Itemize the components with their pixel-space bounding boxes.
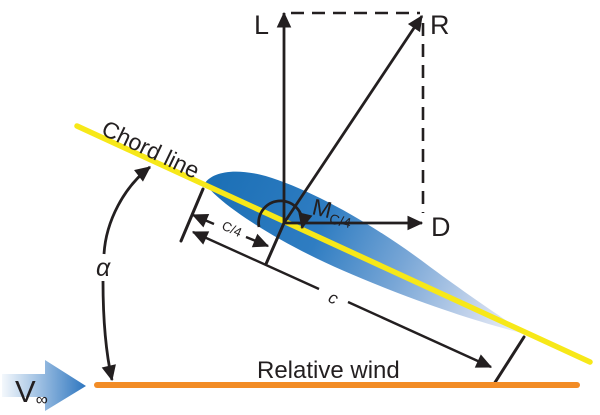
chord-dim-left <box>191 230 320 291</box>
v-infinity-sub: ∞ <box>36 390 48 409</box>
lift-label: L <box>254 10 269 40</box>
moment-label: MC/4 <box>309 194 356 232</box>
chord-dim-right <box>347 300 493 369</box>
moment-sub: C/4 <box>328 211 353 232</box>
alpha-arc-upper <box>102 165 151 255</box>
v-infinity-main: V <box>15 374 36 409</box>
resultant-vector <box>282 15 424 224</box>
chord-dim-label: c <box>325 288 341 309</box>
quarter-chord-dim-left <box>191 213 215 228</box>
quarter-chord-dim-right <box>245 233 270 248</box>
relative-wind-label: Relative wind <box>257 357 400 384</box>
quarter-chord-tick <box>264 221 286 266</box>
alpha-label: α <box>96 254 111 282</box>
svg-text:MC/4: MC/4 <box>309 194 356 232</box>
airfoil-shape <box>205 171 528 335</box>
drag-label: D <box>431 212 451 242</box>
trailing-edge-tick <box>492 335 526 386</box>
chord-line-label: Chord line <box>98 115 204 184</box>
quarter-chord-dim-label: C/4 <box>220 218 245 240</box>
airfoil <box>205 171 528 335</box>
freestream-arrow: V∞ <box>2 360 86 411</box>
moment-arc <box>257 199 313 230</box>
leading-edge-tick <box>179 187 205 243</box>
alpha-arc-lower <box>101 280 116 382</box>
chord-line <box>74 123 593 365</box>
resultant-label: R <box>430 10 450 40</box>
v-infinity-label: V∞ <box>15 374 48 409</box>
chord-line-label-group: Chord line <box>98 115 204 184</box>
v-infinity-arrow-shape <box>2 360 86 411</box>
